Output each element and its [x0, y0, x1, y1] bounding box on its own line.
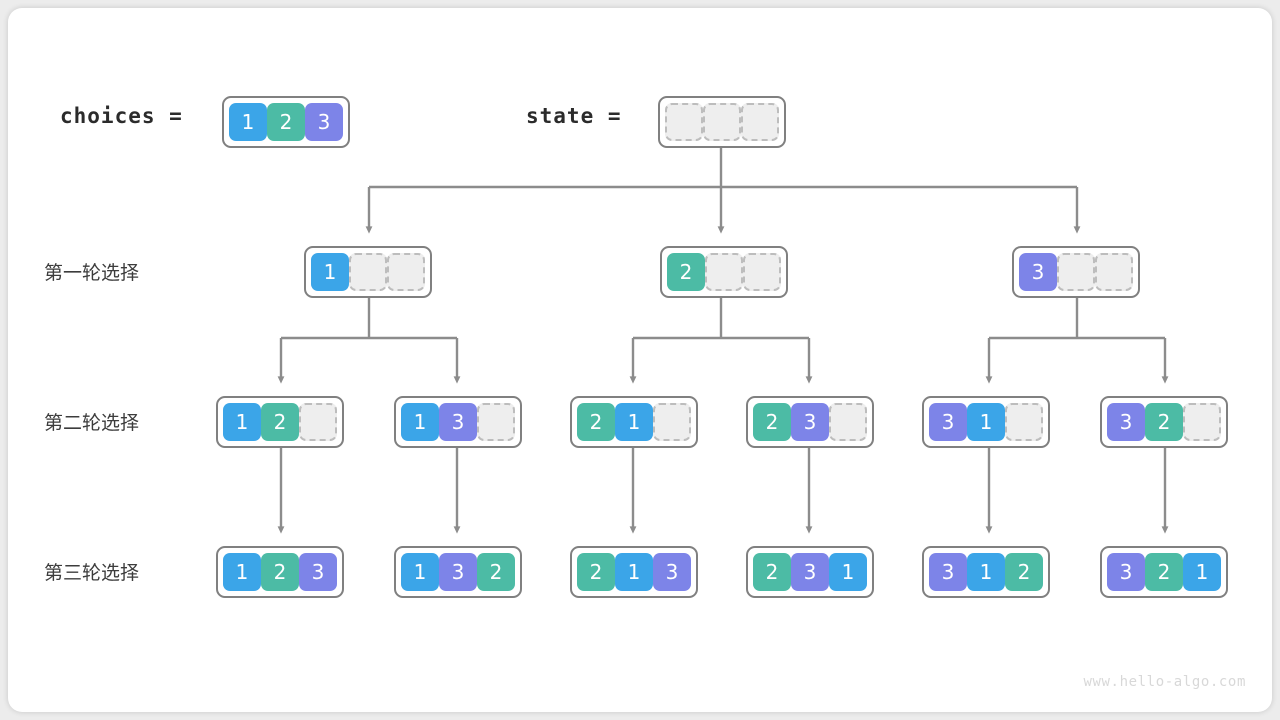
r2n4-cell-1: 3	[791, 403, 829, 441]
r3n2-cell-1: 3	[439, 553, 477, 591]
r3n4-cell-1: 3	[791, 553, 829, 591]
state-label: state =	[526, 104, 622, 128]
state-array	[658, 96, 786, 148]
state-cell-0	[665, 103, 703, 141]
r3n1-cell-1: 2	[261, 553, 299, 591]
choices-label: choices =	[60, 104, 183, 128]
r3n3-cell-1: 1	[615, 553, 653, 591]
r2n4-cell-2	[829, 403, 867, 441]
row-label-round-1: 第一轮选择	[44, 262, 140, 284]
r2n2-cell-1: 3	[439, 403, 477, 441]
r2n6-cell-1: 2	[1145, 403, 1183, 441]
r3n6-cell-1: 2	[1145, 553, 1183, 591]
r2n1-cell-2	[299, 403, 337, 441]
watermark: www.hello-algo.com	[1083, 674, 1246, 690]
r3n2-cell-2: 2	[477, 553, 515, 591]
r1n3-cell-2	[1095, 253, 1133, 291]
r1n1-cell-1	[349, 253, 387, 291]
r3n5-cell-0: 3	[929, 553, 967, 591]
r1n1-cell-2	[387, 253, 425, 291]
r1n2-cell-2	[743, 253, 781, 291]
r3n5-cell-2: 2	[1005, 553, 1043, 591]
r2n5-cell-1: 1	[967, 403, 1005, 441]
row-label-round-2: 第二轮选择	[44, 412, 140, 434]
r3n1-cell-0: 1	[223, 553, 261, 591]
r3n6-cell-0: 3	[1107, 553, 1145, 591]
state-cell-2	[741, 103, 779, 141]
r2n5-cell-0: 3	[929, 403, 967, 441]
r3n6-cell-2: 1	[1183, 553, 1221, 591]
r2n1-cell-0: 1	[223, 403, 261, 441]
r2n2-cell-0: 1	[401, 403, 439, 441]
r2n6-cell-2	[1183, 403, 1221, 441]
r2n3-cell-1: 1	[615, 403, 653, 441]
r3n2-cell-0: 1	[401, 553, 439, 591]
r2n6-cell-0: 3	[1107, 403, 1145, 441]
r3n5-cell-1: 1	[967, 553, 1005, 591]
state-cell-1	[703, 103, 741, 141]
state-array-round-1-2: 2	[660, 246, 788, 298]
choices-cell-0: 1	[229, 103, 267, 141]
r2n1-cell-1: 2	[261, 403, 299, 441]
choices-cell-2: 3	[305, 103, 343, 141]
state-array-round-1-3: 3	[1012, 246, 1140, 298]
state-array-round-1-1: 1	[304, 246, 432, 298]
r1n3-cell-1	[1057, 253, 1095, 291]
r2n2-cell-2	[477, 403, 515, 441]
r3n1-cell-2: 3	[299, 553, 337, 591]
r1n2-cell-0: 2	[667, 253, 705, 291]
r3n4-cell-0: 2	[753, 553, 791, 591]
r1n3-cell-0: 3	[1019, 253, 1057, 291]
row-label-round-3: 第三轮选择	[44, 562, 140, 584]
r1n1-cell-0: 1	[311, 253, 349, 291]
r3n3-cell-2: 3	[653, 553, 691, 591]
r2n4-cell-0: 2	[753, 403, 791, 441]
r2n5-cell-2	[1005, 403, 1043, 441]
r2n3-cell-2	[653, 403, 691, 441]
r3n4-cell-2: 1	[829, 553, 867, 591]
choices-cell-1: 2	[267, 103, 305, 141]
r1n2-cell-1	[705, 253, 743, 291]
r2n3-cell-0: 2	[577, 403, 615, 441]
r3n3-cell-0: 2	[577, 553, 615, 591]
tree-edges	[277, 138, 1169, 534]
